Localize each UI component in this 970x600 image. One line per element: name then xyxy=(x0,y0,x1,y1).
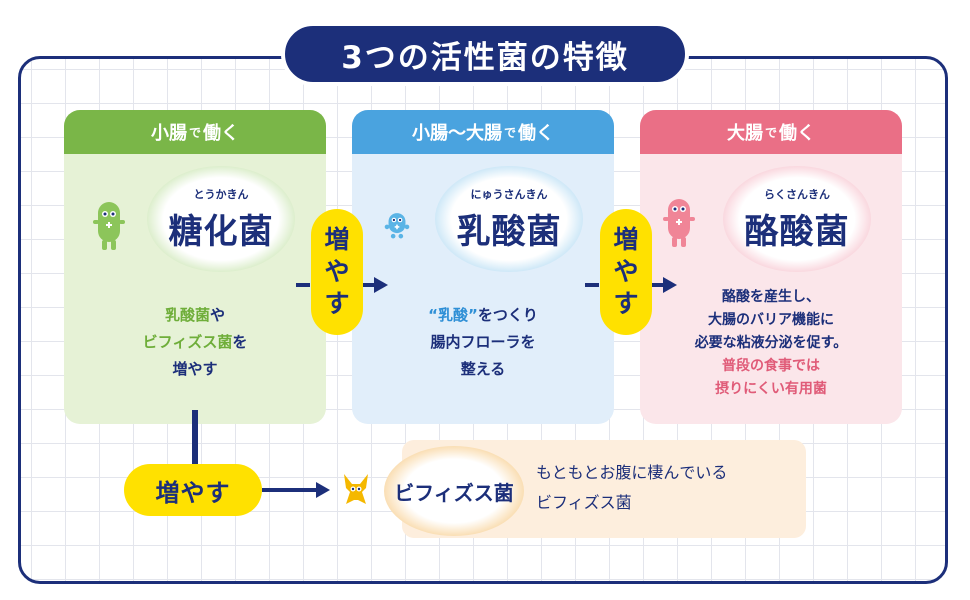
pink-mascot-icon xyxy=(663,199,695,247)
desc-text: 大腸のバリア機能に xyxy=(708,312,834,328)
bacteria-ruby: とうかきん xyxy=(193,187,249,201)
header-end: 働く xyxy=(518,123,554,144)
desc-highlight: ビフィズス菌 xyxy=(142,333,233,351)
increase-char: や xyxy=(613,257,639,286)
panel-body: とうかきん 糖化菌 乳酸菌や ビフィズス菌を 増やす xyxy=(64,154,326,424)
bacteria-oval: らくさんきん 酪酸菌 xyxy=(723,166,871,272)
bifido-text-line: ビフィズス菌 xyxy=(536,493,632,512)
arrow-right-icon xyxy=(296,277,388,293)
desc-text: をつくり xyxy=(477,306,538,324)
increase-char: 増 xyxy=(613,225,639,254)
panel-large-intestine: 大腸 で 働く らくさんきん 酪酸菌 酪酸を産生し、 大腸のバリア機能に 必要な… xyxy=(640,110,902,424)
increase-label: 増 や す xyxy=(311,209,363,335)
bacteria-oval: とうかきん 糖化菌 xyxy=(147,166,295,272)
panel-body: らくさんきん 酪酸菌 酪酸を産生し、 大腸のバリア機能に 必要な粘液分泌を促す。… xyxy=(640,154,902,424)
blue-mascot-icon xyxy=(384,213,410,239)
bifido-oval: ビフィズス菌 xyxy=(384,446,524,536)
bifido-text-line: もともとお腹に棲んでいる xyxy=(536,463,728,482)
bacteria-name: 糖化菌 xyxy=(168,211,274,252)
increase-char: す xyxy=(324,289,350,318)
desc-text: 整える xyxy=(460,360,506,378)
bacteria-name: 乳酸菌 xyxy=(456,211,562,252)
panel-header: 大腸 で 働く xyxy=(640,110,902,154)
increase-char: や xyxy=(324,257,350,286)
arrow-right-icon xyxy=(262,482,330,498)
panel-body: にゅうさんきん 乳酸菌 “乳酸”をつくり 腸内フローラを 整える xyxy=(352,154,614,424)
increase-label: 増 や す xyxy=(600,209,652,335)
header-small: で xyxy=(188,125,201,140)
desc-highlight: “乳酸” xyxy=(428,306,478,324)
arrow-right-icon xyxy=(585,277,677,293)
desc-text: 腸内フローラを xyxy=(430,333,536,351)
header-end: 働く xyxy=(779,123,815,144)
bacteria-oval: にゅうさんきん 乳酸菌 xyxy=(435,166,583,272)
bacteria-ruby: らくさんきん xyxy=(764,187,830,201)
desc-text: 必要な粘液分泌を促す。 xyxy=(694,335,848,351)
desc-highlight: 摂りにくい有用菌 xyxy=(715,381,827,397)
desc-text: や xyxy=(210,306,226,324)
desc-text: 酪酸を産生し、 xyxy=(722,289,820,305)
desc-highlight: 乳酸菌 xyxy=(164,306,210,324)
desc-highlight: 普段の食事では xyxy=(722,358,820,374)
yellow-mascot-icon xyxy=(344,474,368,504)
header-main: 小腸 xyxy=(150,123,187,144)
panel-small-intestine: 小腸 で 働く とうかきん 糖化菌 乳酸菌や ビフィズス菌を 増やす xyxy=(64,110,326,424)
panel-description: 乳酸菌や ビフィズス菌を 増やす xyxy=(64,302,326,383)
panel-header: 小腸〜大腸 で 働く xyxy=(352,110,614,154)
bacteria-ruby: にゅうさんきん xyxy=(470,187,548,201)
panel-description: “乳酸”をつくり 腸内フローラを 整える xyxy=(352,302,614,383)
green-mascot-icon xyxy=(93,202,125,250)
header-small: で xyxy=(764,125,777,140)
increase-char: 増 xyxy=(324,225,350,254)
bifido-description: もともとお腹に棲んでいる ビフィズス菌 xyxy=(536,458,727,518)
increase-char: す xyxy=(613,289,639,318)
increase-label: 増やす xyxy=(124,464,262,516)
page-title: 3つの活性菌の特徴 xyxy=(281,22,689,86)
header-small: で xyxy=(503,125,516,140)
connector-line xyxy=(192,410,198,468)
panel-small-to-large-intestine: 小腸〜大腸 で 働く にゅうさんきん 乳酸菌 “乳酸”をつくり 腸内フローラを … xyxy=(352,110,614,424)
desc-text: 増やす xyxy=(172,360,218,378)
bacteria-name: 酪酸菌 xyxy=(744,211,850,252)
header-end: 働く xyxy=(203,123,239,144)
header-main: 大腸 xyxy=(726,123,763,144)
header-main: 小腸〜大腸 xyxy=(411,123,502,144)
desc-text: を xyxy=(232,333,248,351)
panel-header: 小腸 で 働く xyxy=(64,110,326,154)
panel-description: 酪酸を産生し、 大腸のバリア機能に 必要な粘液分泌を促す。 普段の食事では 摂り… xyxy=(640,286,902,401)
